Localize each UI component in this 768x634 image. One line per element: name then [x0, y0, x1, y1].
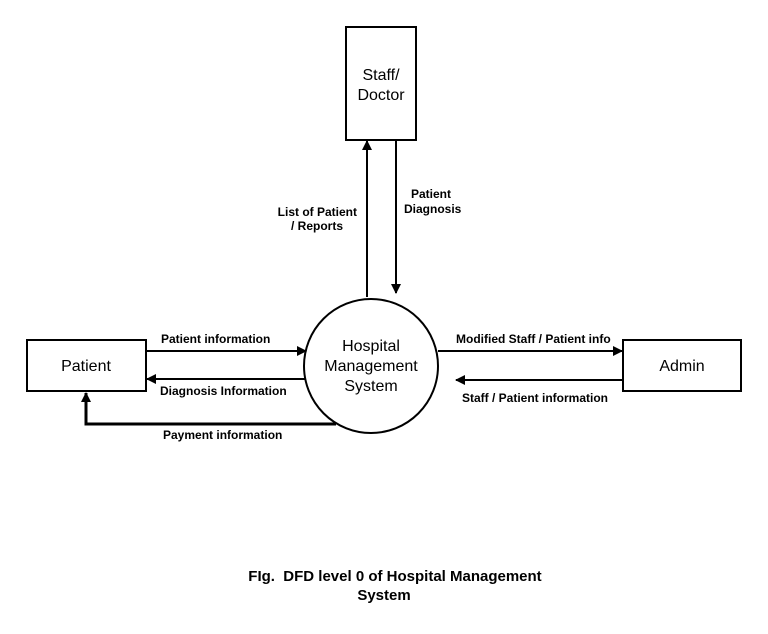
flow-label-payment-information: Payment information	[163, 428, 282, 442]
admin-entity: Admin	[622, 339, 742, 392]
staff-doctor-label-line1: Staff/	[362, 67, 400, 84]
process-label-line1: Hospital	[342, 338, 400, 355]
patient-entity: Patient	[26, 339, 147, 392]
patient-label: Patient	[61, 358, 111, 375]
admin-box	[622, 339, 742, 392]
flow-label-patient-diagnosis-line1: Patient	[411, 187, 451, 201]
flow-label-list-of-patient-line2: / Reports	[291, 219, 343, 233]
process-label-line2: Management	[324, 358, 418, 375]
process-circle	[303, 298, 439, 434]
flow-label-list-of-patient-line1: List of Patient	[278, 205, 357, 219]
flow-label-staff-patient-information: Staff / Patient information	[462, 391, 608, 405]
process-label-line3: System	[344, 378, 397, 395]
admin-label: Admin	[659, 358, 704, 375]
flow-arrow-payment-information	[81, 392, 336, 426]
patient-box	[26, 339, 147, 392]
flow-label-patient-diagnosis-line2: Diagnosis	[404, 202, 462, 216]
staff-doctor-label-line2: Doctor	[357, 87, 405, 104]
staff-doctor-box	[345, 26, 417, 141]
figure-caption-line2: System	[357, 587, 410, 604]
figure-caption-line1: FIg. DFD level 0 of Hospital Management	[248, 568, 541, 585]
flow-label-diagnosis-information: Diagnosis Information	[160, 384, 287, 398]
flow-label-modified-staff-patient-info: Modified Staff / Patient info	[456, 332, 611, 346]
hospital-management-process: Hospital Management System	[303, 298, 439, 434]
staff-doctor-entity: Staff/ Doctor	[345, 26, 417, 141]
flow-label-patient-information: Patient information	[161, 332, 270, 346]
